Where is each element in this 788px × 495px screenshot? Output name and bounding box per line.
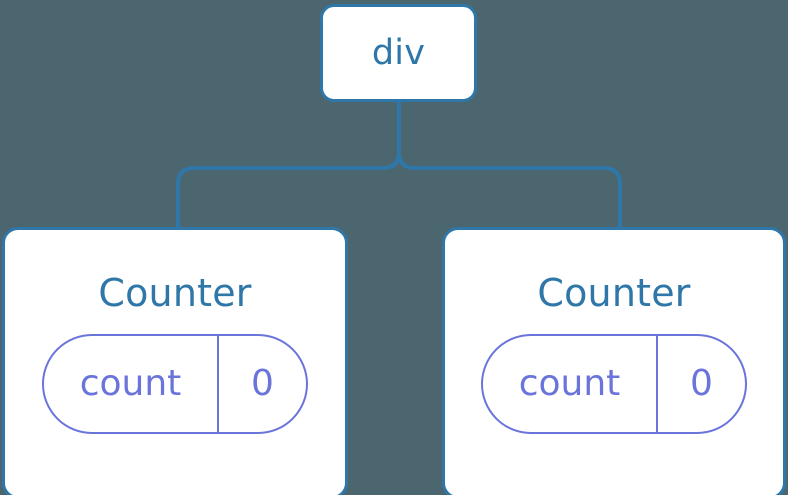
connector-branch-left: [176, 151, 401, 229]
node-counter-left[interactable]: Counter count 0: [2, 227, 348, 495]
state-pill-left-value: 0: [217, 336, 306, 432]
state-pill-right[interactable]: count 0: [481, 334, 747, 434]
node-counter-left-title: Counter: [98, 271, 252, 315]
node-div[interactable]: div: [320, 4, 477, 102]
node-counter-right[interactable]: Counter count 0: [442, 227, 786, 495]
state-pill-left-key: count: [79, 363, 182, 404]
node-div-label: div: [371, 32, 426, 73]
connector-branch-right: [397, 151, 622, 229]
state-pill-right-key: count: [518, 363, 621, 404]
node-counter-right-title: Counter: [537, 271, 691, 315]
state-pill-left[interactable]: count 0: [42, 334, 308, 434]
state-pill-right-value: 0: [656, 336, 745, 432]
